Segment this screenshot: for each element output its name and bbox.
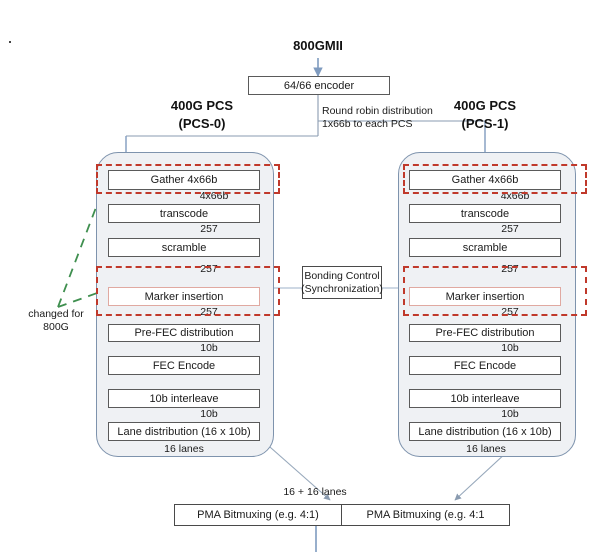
pma-bitmuxing-left[interactable]: PMA Bitmuxing (e.g. 4:1) xyxy=(174,504,342,526)
block-marker-insertion-left[interactable]: Marker insertion xyxy=(108,287,260,306)
signal-label-left-2: 257 xyxy=(200,263,218,275)
encoder-box[interactable]: 64/66 encoder xyxy=(248,76,390,95)
round-robin-note-line2: 1x66b to each PCS xyxy=(322,118,413,130)
block-fec-encode-right[interactable]: FEC Encode xyxy=(409,356,561,375)
block-transcode-left[interactable]: transcode xyxy=(108,204,260,223)
pcs-right-title-line2: (PCS-1) xyxy=(461,116,509,131)
block-scramble-left[interactable]: scramble xyxy=(108,238,260,257)
block-marker-insertion-right[interactable]: Marker insertion xyxy=(409,287,561,306)
signal-label-right-6: 10b xyxy=(501,408,519,420)
signal-label-right-2: 257 xyxy=(501,263,519,275)
pcs-right-title-line1: 400G PCS xyxy=(453,98,517,113)
block-pre-fec-right[interactable]: Pre-FEC distribution xyxy=(409,324,561,342)
round-robin-note: Round robin distribution 1x66b to each P… xyxy=(322,105,502,131)
changed-for-800g-note: changed for 800G xyxy=(14,308,98,334)
bonding-control-line2: (Synchronization) xyxy=(301,282,383,295)
pma-bitmuxing-right[interactable]: PMA Bitmuxing (e.g. 4:1 xyxy=(342,504,510,526)
signal-label-left-3: 257 xyxy=(200,306,218,318)
changed-note-line1: changed for xyxy=(28,308,84,320)
signal-label-right-3: 257 xyxy=(501,306,519,318)
lanes-label-right: 16 lanes xyxy=(466,443,506,455)
round-robin-note-line1: Round robin distribution xyxy=(322,105,433,117)
block-transcode-right[interactable]: transcode xyxy=(409,204,561,223)
block-gather-left[interactable]: Gather 4x66b xyxy=(108,170,260,190)
block-fec-encode-left[interactable]: FEC Encode xyxy=(108,356,260,375)
lanes-label-left: 16 lanes xyxy=(164,443,204,455)
signal-label-left-1: 257 xyxy=(200,223,218,235)
changed-note-line2: 800G xyxy=(43,321,69,333)
block-scramble-right[interactable]: scramble xyxy=(409,238,561,257)
signal-label-left-0: 4x66b xyxy=(199,190,229,202)
signal-label-right-4: 10b xyxy=(501,342,519,354)
pcs-left-title-line1: 400G PCS xyxy=(170,98,234,113)
signal-label-right-0: 4x66b xyxy=(500,190,530,202)
signal-label-right-1: 257 xyxy=(501,223,519,235)
signal-label-left-6: 10b xyxy=(200,408,218,420)
stray-mark xyxy=(9,41,11,43)
combined-lanes-label: 16 + 16 lanes xyxy=(283,486,347,498)
block-lane-distribution-left[interactable]: Lane distribution (16 x 10b) xyxy=(108,422,260,441)
bonding-control-box[interactable]: Bonding Control (Synchronization) xyxy=(301,266,383,299)
pcs-left-title-line2: (PCS-0) xyxy=(178,116,226,131)
bonding-control-line1: Bonding Control xyxy=(304,269,380,282)
signal-label-left-4: 10b xyxy=(200,342,218,354)
page-title: 800GMII xyxy=(293,38,343,53)
block-lane-distribution-right[interactable]: Lane distribution (16 x 10b) xyxy=(409,422,561,441)
block-10b-interleave-right[interactable]: 10b interleave xyxy=(409,389,561,408)
block-pre-fec-left[interactable]: Pre-FEC distribution xyxy=(108,324,260,342)
block-gather-right[interactable]: Gather 4x66b xyxy=(409,170,561,190)
block-10b-interleave-left[interactable]: 10b interleave xyxy=(108,389,260,408)
